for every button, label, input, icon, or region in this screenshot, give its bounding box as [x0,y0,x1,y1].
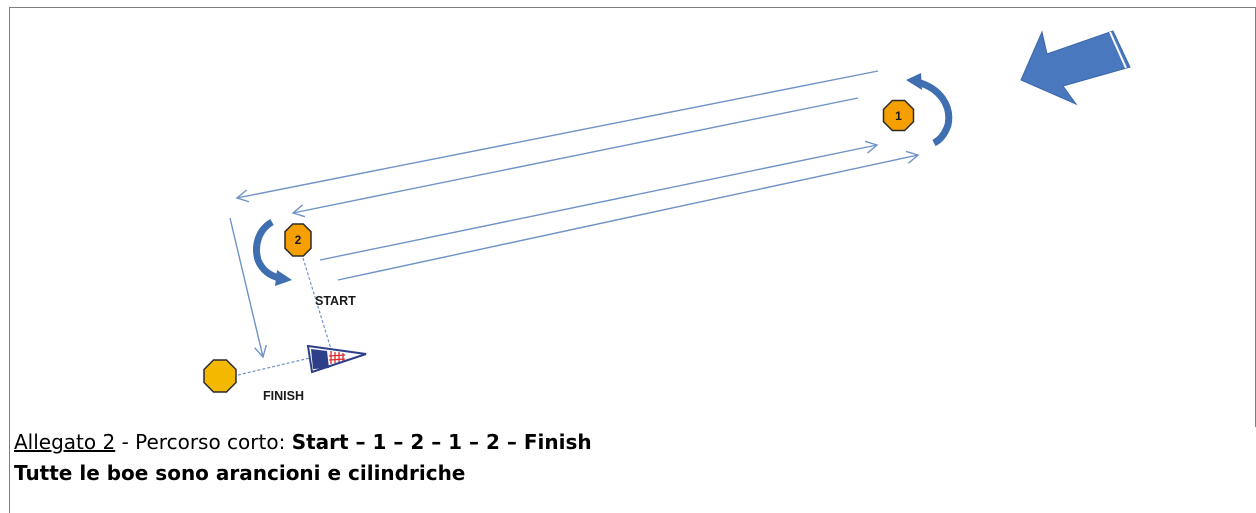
mark-2: 2 [284,223,312,257]
committee-flag-icon [306,344,367,374]
mark-2-number: 2 [295,233,302,247]
leg-1-to-2-outer [235,70,879,203]
leg-2-to-finish [229,217,267,359]
mark-1-buoy [882,99,915,132]
leg-start-to-1 [319,140,879,261]
mark-1-rounding-arrow [906,73,953,147]
mark-2-buoy [284,223,312,257]
frame-left-border [9,427,10,513]
caption-separator: - Percorso corto: [115,430,292,454]
leg-2-to-1 [337,150,920,281]
start-label: START [315,294,356,308]
mark-1: 1 [882,99,915,132]
race-course-diagram: 1 2 START FINISH [203,30,1132,403]
finish-label: FINISH [263,389,304,403]
caption-course: Allegato 2 - Percorso corto: Start – 1 –… [14,429,592,455]
caption-note: Tutte le boe sono arancioni e cilindrich… [14,461,466,485]
start-line [302,257,332,350]
mark-1-number: 1 [895,109,902,123]
mark-2-rounding-arrow [253,218,292,286]
finish-buoy [203,359,237,393]
wind-arrow-icon [1020,30,1132,106]
course-legs [229,70,920,359]
finish-line [237,356,315,376]
caption-course-sequence: Start – 1 – 2 – 1 – 2 – Finish [291,430,592,454]
leg-1-to-2-inner [291,97,859,218]
caption-attachment: Allegato 2 [14,430,116,454]
